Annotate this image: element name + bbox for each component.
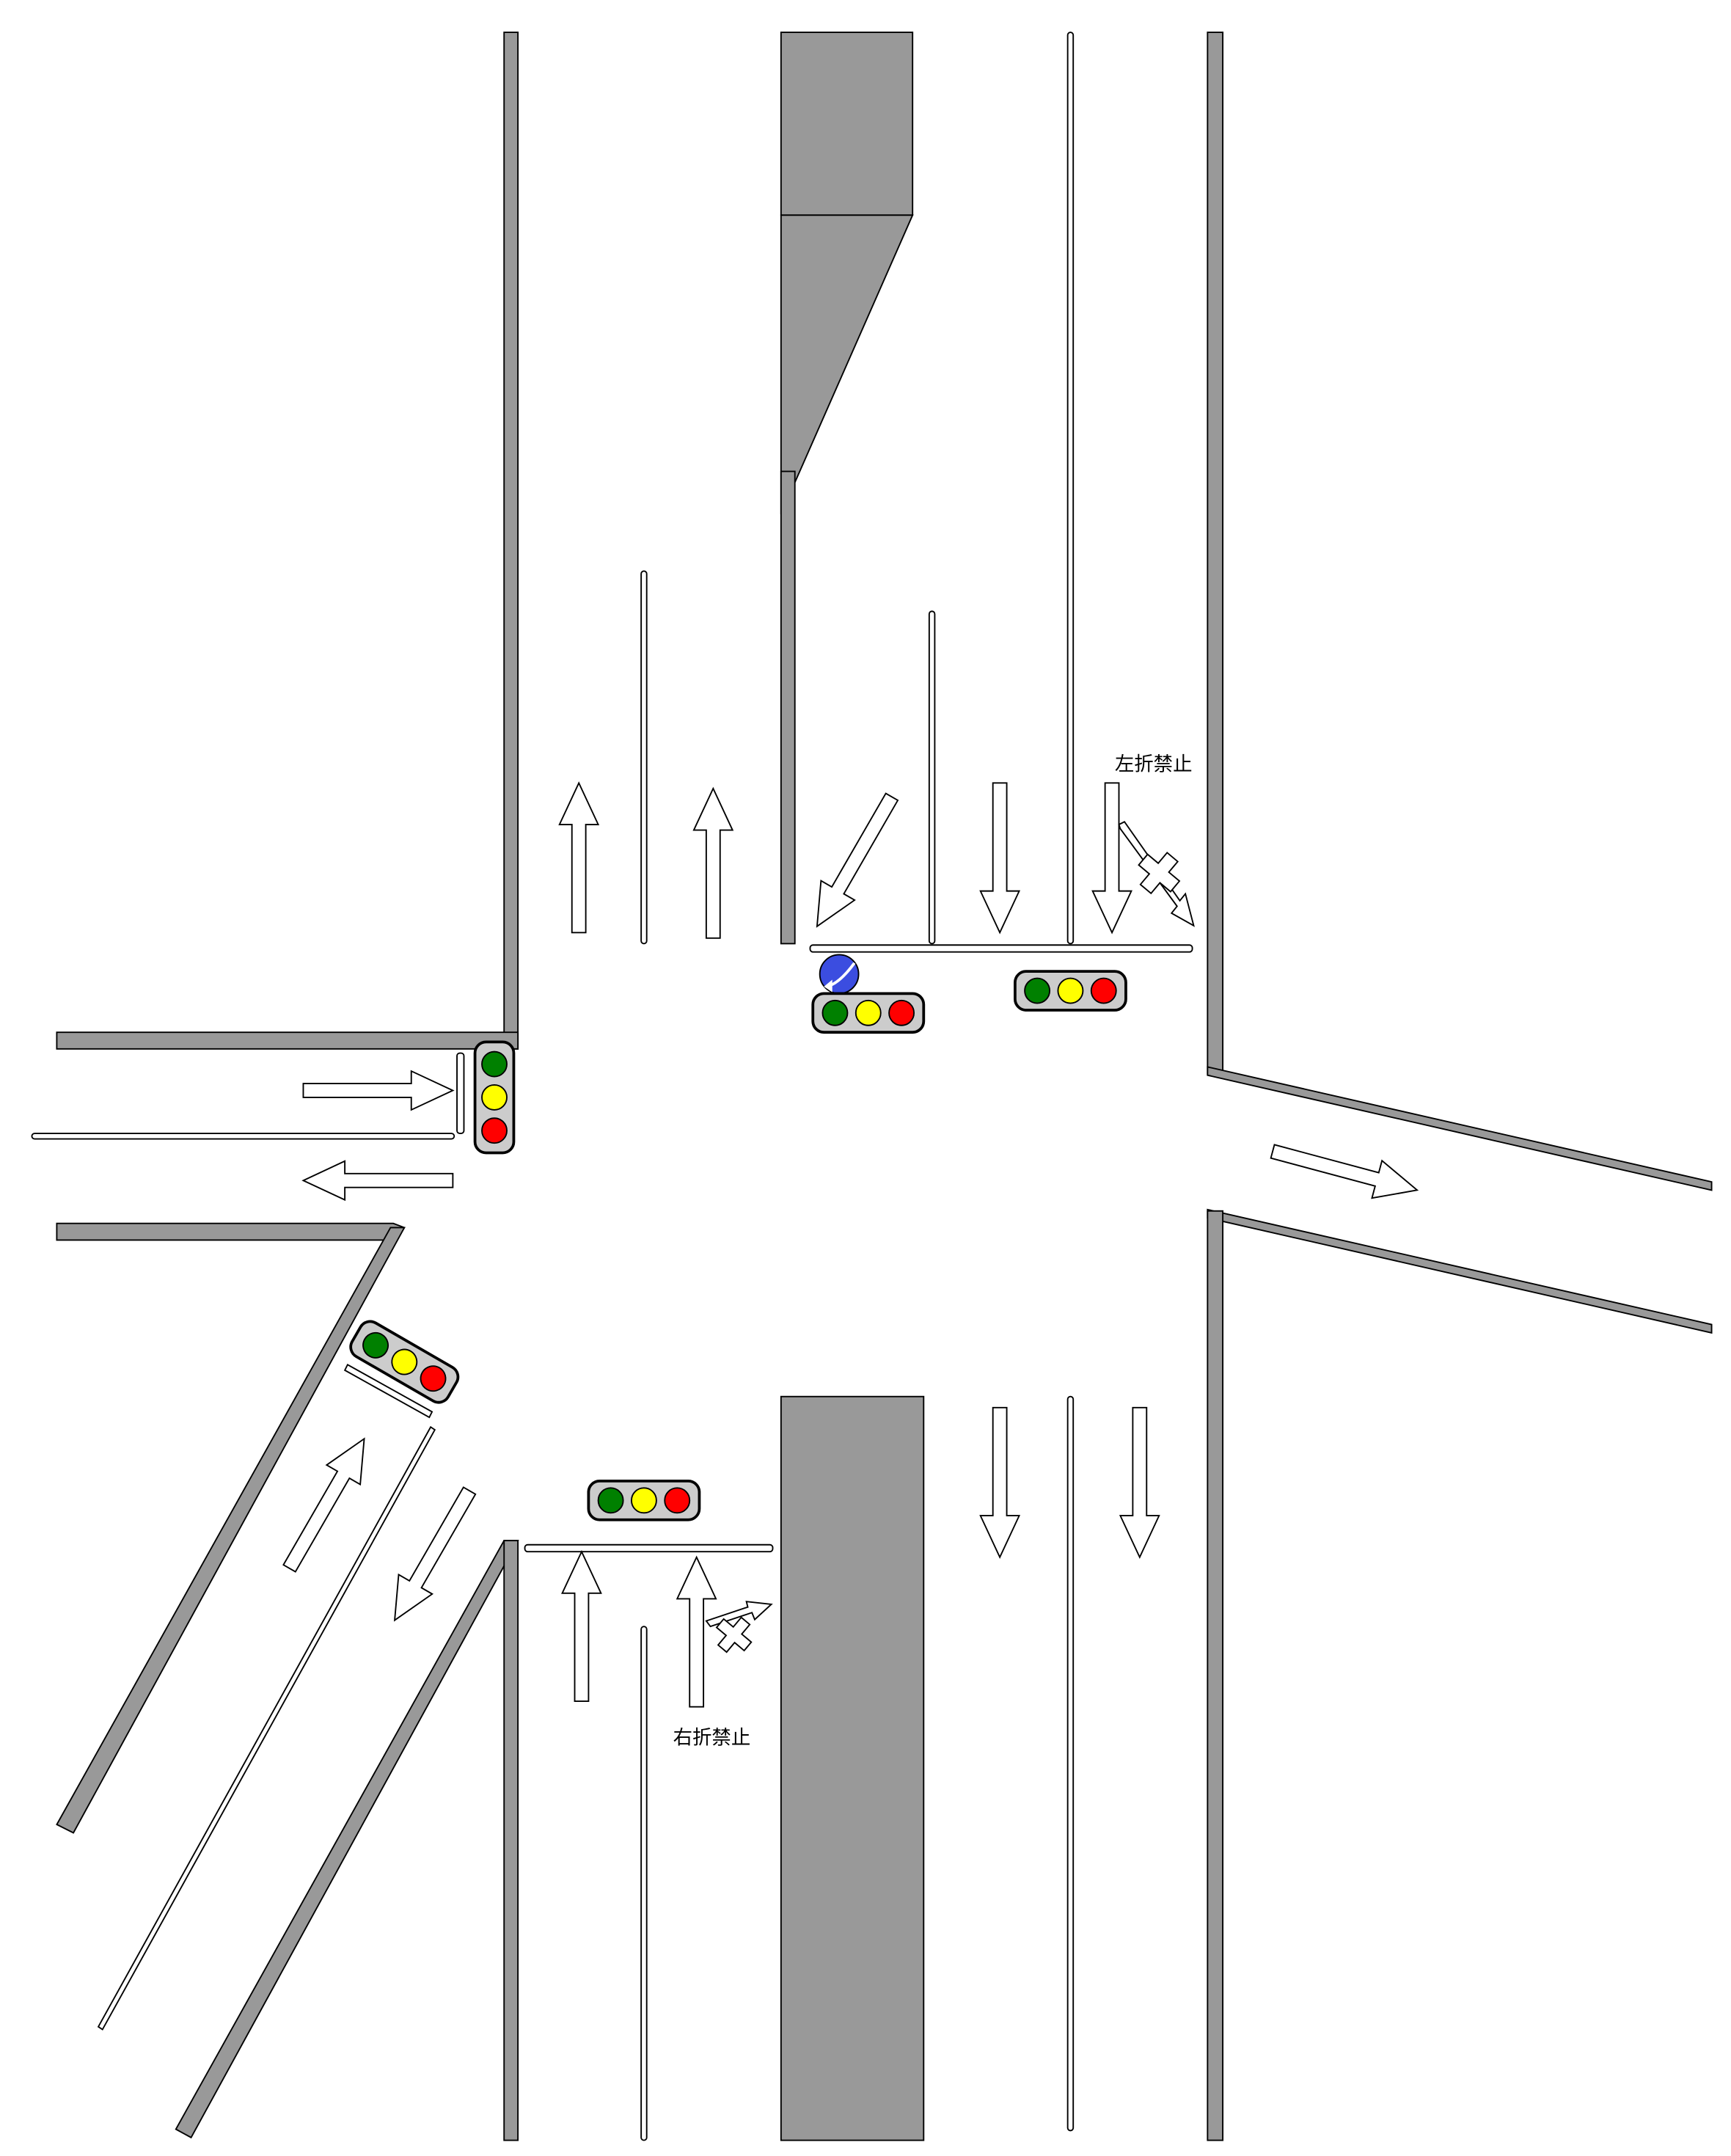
south-east-curb — [1207, 1210, 1224, 2141]
signal-light-red — [664, 1487, 691, 1514]
lane-line — [97, 1425, 436, 2031]
arrow-straight-icon — [558, 782, 599, 934]
north-east-curb — [1207, 32, 1224, 1075]
lane-line — [640, 570, 648, 945]
southwest-inner-curb — [175, 1540, 519, 2139]
lane-lines — [31, 32, 1075, 2141]
no-right-turn-label: 右折禁止 — [673, 1727, 751, 1750]
arrow-straight-down-icon — [979, 1406, 1020, 1558]
signal-light-yellow — [391, 1348, 418, 1375]
no-right-turn-mark — [705, 1601, 773, 1653]
signal-light-green — [362, 1331, 389, 1359]
traffic-signal-west — [473, 1040, 516, 1155]
arrow-left-icon — [302, 1160, 454, 1201]
arrow-straight-icon — [676, 1556, 717, 1708]
signal-light-red — [1090, 977, 1117, 1004]
arrow-left-diagonal-icon — [799, 786, 910, 937]
stop-line-north — [809, 944, 1193, 953]
arrow-east-diagonal-icon — [1267, 1132, 1423, 1210]
north-west-curb — [503, 32, 519, 1050]
signal-light-green — [1024, 977, 1051, 1004]
east-lower-curb — [1207, 1208, 1713, 1334]
south-median-block — [780, 1395, 925, 2141]
signal-light-yellow — [481, 1084, 508, 1111]
west-lower-curb — [56, 1222, 406, 1241]
arrow-straight-down-icon — [979, 782, 1020, 934]
traffic-signal-southwest — [349, 1320, 460, 1404]
signal-light-yellow — [1057, 977, 1084, 1004]
arrow-straight-icon — [561, 1551, 602, 1703]
no-left-turn-mark — [1118, 821, 1195, 927]
signal-light-red — [420, 1365, 447, 1392]
sign-arrow-head — [824, 979, 832, 993]
signal-light-green — [821, 999, 849, 1026]
southwest-outer-curb — [56, 1227, 406, 1834]
south-west-curb — [503, 1540, 519, 2141]
arrow-straight-down-icon — [1091, 782, 1132, 934]
north-median-stem — [780, 470, 796, 945]
cross-mark-icon — [1138, 851, 1181, 895]
east-upper-curb — [1207, 1066, 1713, 1191]
north-median-taper — [780, 214, 914, 515]
stop-line-southwest — [343, 1364, 433, 1419]
lane-line — [1066, 32, 1075, 945]
signal-light-green — [481, 1050, 508, 1078]
no-left-turn-label: 左折禁止 — [1115, 753, 1193, 775]
north-median-block — [780, 32, 914, 216]
turn-permitted-sign — [819, 954, 860, 995]
stop-line-west — [456, 1052, 465, 1134]
medians — [780, 32, 925, 2141]
signal-light-red — [481, 1117, 508, 1144]
blue-circle-left-turn-arrow-icon — [819, 954, 860, 995]
arrow-straight-down-icon — [1119, 1406, 1160, 1558]
signal-light-yellow — [630, 1487, 657, 1514]
signal-light-yellow — [854, 999, 882, 1026]
stop-line-south — [524, 1543, 774, 1553]
west-upper-curb — [56, 1031, 519, 1050]
traffic-signal-north-right — [1014, 970, 1127, 1012]
traffic-signal-south — [587, 1480, 701, 1521]
signal-light-green — [597, 1487, 624, 1514]
traffic-signal-north-left — [811, 992, 926, 1034]
lane-line — [640, 1626, 648, 2141]
lane-line — [31, 1133, 455, 1140]
signal-light-red — [888, 999, 915, 1026]
stop-lines — [343, 944, 1193, 1553]
road-curbs — [56, 32, 1713, 2141]
lane-line — [928, 610, 936, 945]
cross-mark-icon — [715, 1616, 753, 1653]
lane-line — [1066, 1395, 1075, 2132]
arrow-straight-icon — [692, 787, 733, 939]
arrow-right-icon — [302, 1070, 454, 1111]
